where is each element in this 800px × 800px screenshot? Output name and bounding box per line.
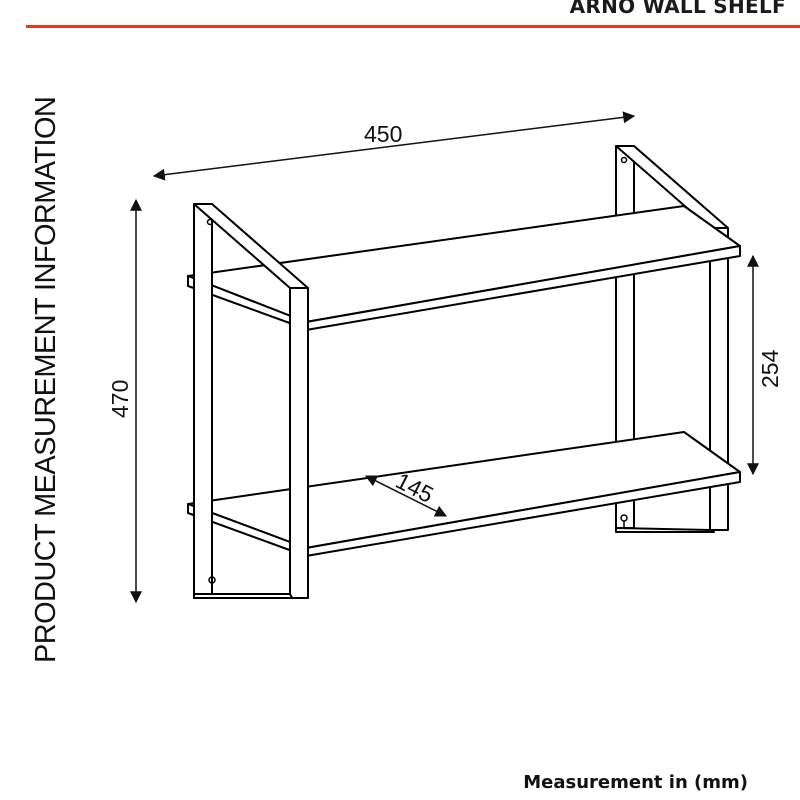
product-title: ARNO WALL SHELF	[569, 0, 786, 18]
bottom-shelf	[187, 431, 741, 557]
front-frame	[193, 203, 309, 599]
shelf-spacing-dimension: 254	[757, 349, 783, 388]
units-note: Measurement in (mm)	[523, 772, 748, 793]
height-dimension: 470	[107, 380, 133, 418]
header-accent-rule	[26, 25, 800, 28]
width-dimension: 450	[364, 121, 402, 147]
